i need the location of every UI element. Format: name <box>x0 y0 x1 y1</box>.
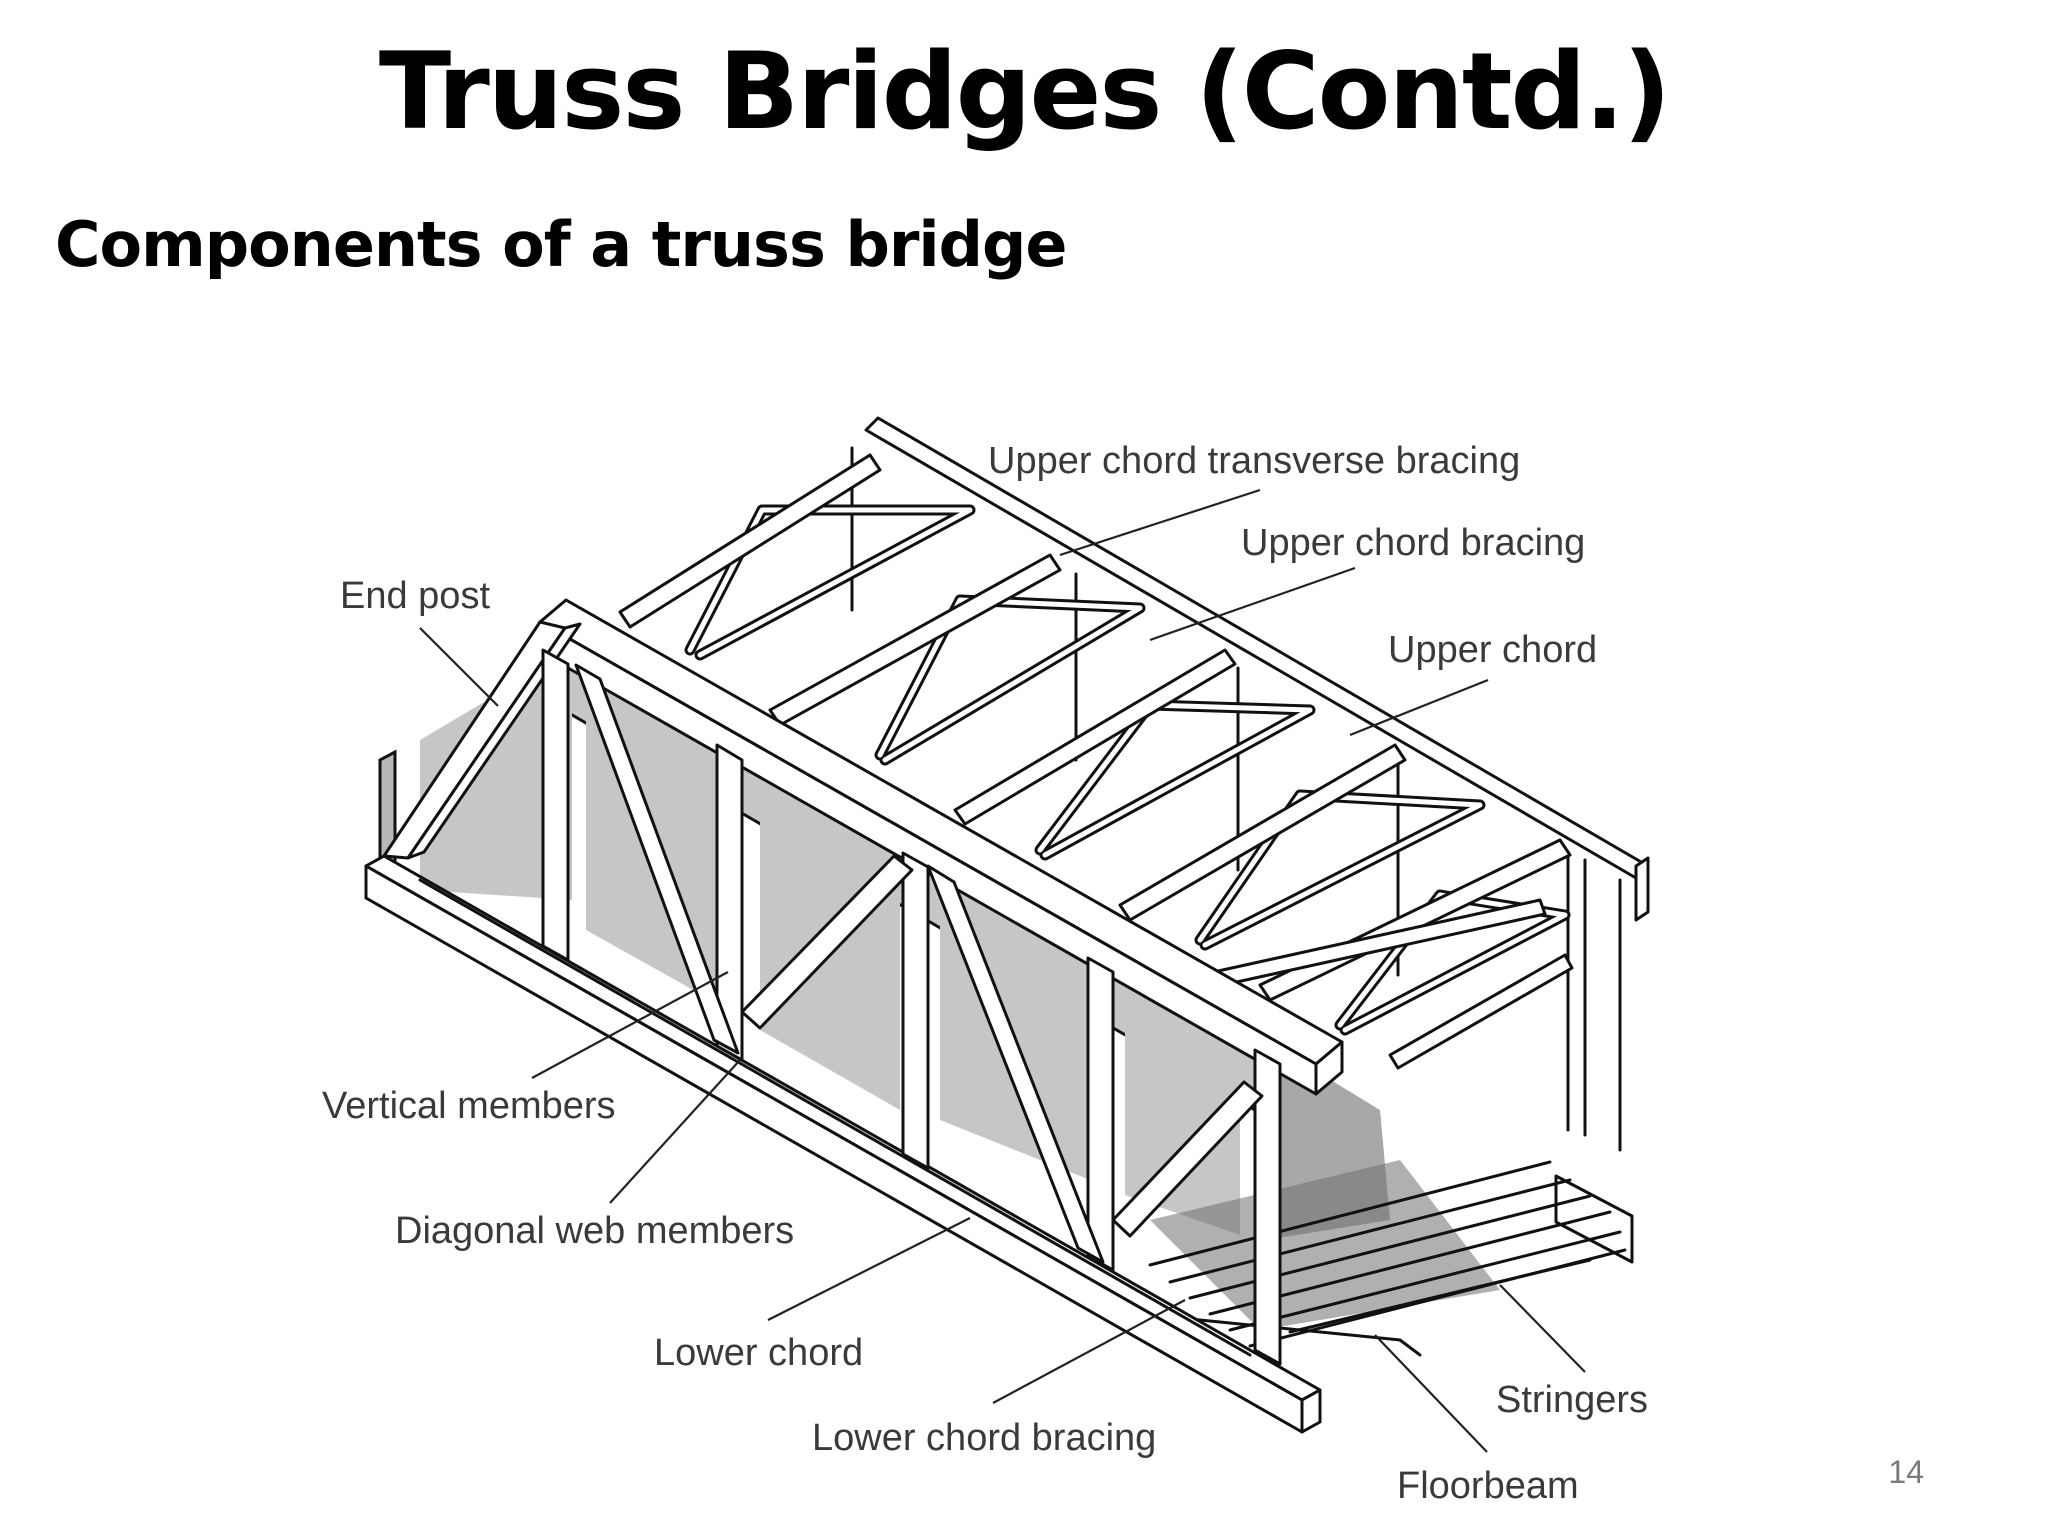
label-floorbeam: Floorbeam <box>1397 1465 1579 1507</box>
label-upper-chord-bracing: Upper chord bracing <box>1241 522 1585 564</box>
stringers-floor <box>1148 1160 1627 1357</box>
page-number: 14 <box>1888 1454 1924 1490</box>
label-stringers: Stringers <box>1496 1379 1648 1421</box>
near-truss <box>364 598 1344 1434</box>
label-upper-chord-transverse-bracing: Upper chord transverse bracing <box>988 440 1520 482</box>
label-vertical-members: Vertical members <box>322 1085 616 1127</box>
leader-lines <box>419 488 1586 1453</box>
upper-chord-bracing <box>618 453 1574 1070</box>
slide-subtitle: Components of a truss bridge <box>55 208 1067 281</box>
label-lower-chord-bracing: Lower chord bracing <box>812 1417 1156 1459</box>
label-end-post: End post <box>340 575 490 617</box>
label-upper-chord: Upper chord <box>1388 629 1597 671</box>
label-lower-chord: Lower chord <box>654 1332 863 1374</box>
label-diagonal-web-members: Diagonal web members <box>395 1210 794 1252</box>
slide-title: Truss Bridges (Contd.) <box>378 30 1671 153</box>
